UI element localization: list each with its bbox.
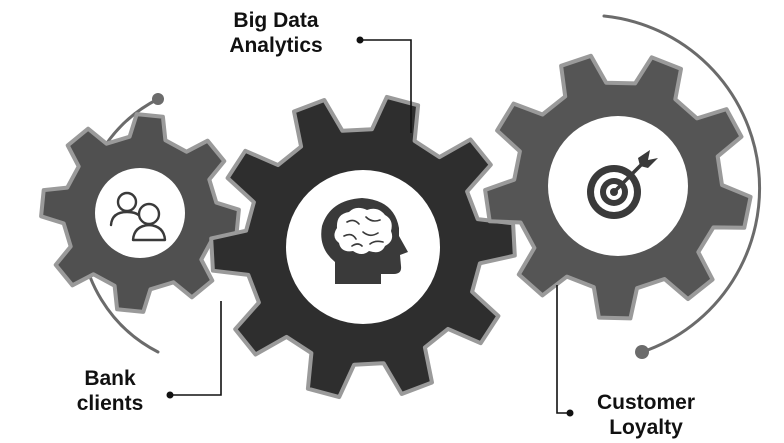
right-arc [602, 14, 762, 354]
label-bank-clients: Bank clients [64, 366, 156, 416]
connector-dots [166, 36, 574, 417]
label-customer-loyalty: Customer Loyalty [578, 390, 714, 440]
label-bank-line-1: Bank [84, 367, 136, 390]
label-bda-line-1: Big Data [233, 9, 319, 32]
label-customer-line-1: Customer [596, 391, 696, 414]
brain-head-icon [321, 198, 408, 284]
connector-lines [170, 39, 570, 414]
label-customer-line-2: Loyalty [609, 416, 683, 439]
users-icon [109, 191, 167, 242]
label-big-data-analytics: Big Data Analytics [206, 8, 346, 58]
target-arrow-icon [587, 150, 658, 219]
label-bank-line-2: clients [76, 392, 144, 415]
label-bda-line-2: Analytics [229, 34, 323, 57]
left-arc-dot [152, 93, 164, 105]
right-arc-dot [635, 345, 649, 359]
